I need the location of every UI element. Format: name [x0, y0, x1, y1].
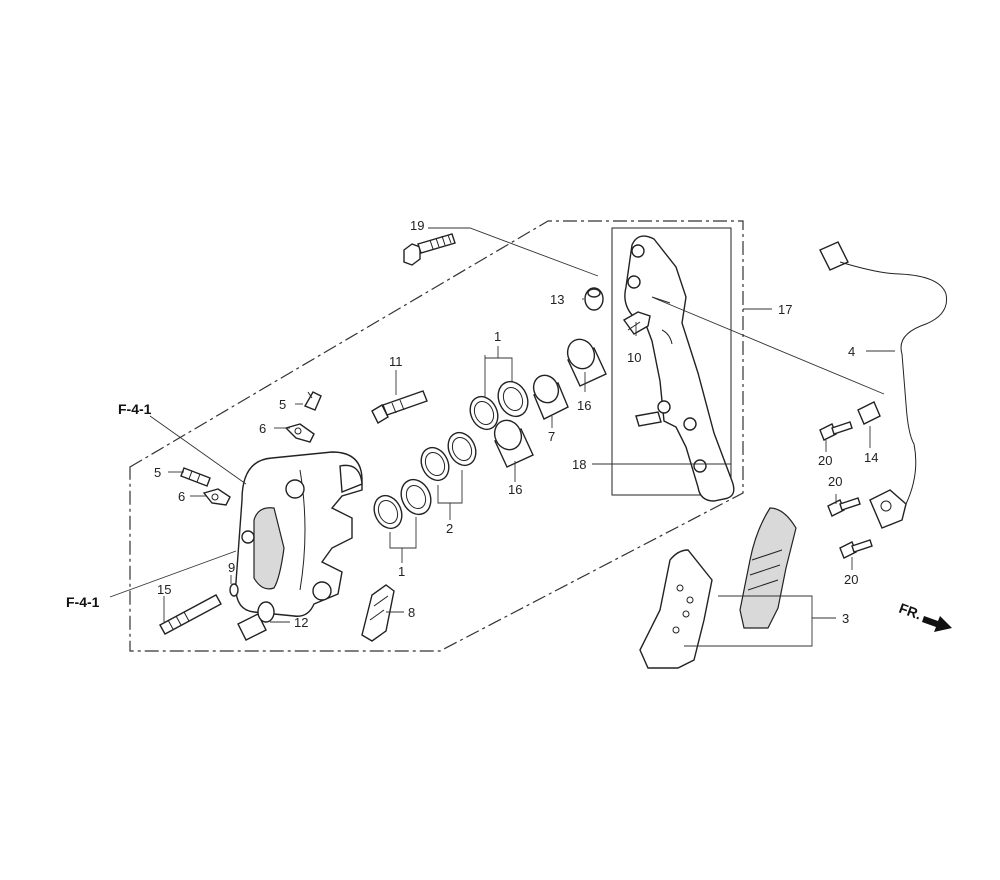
callout-15: 15 — [157, 582, 171, 597]
callout-2: 2 — [446, 521, 453, 536]
cap-6-top-part — [284, 423, 315, 443]
front-direction-label: FR. — [897, 600, 924, 623]
pin-15-part — [159, 594, 222, 635]
callout-16-top: 16 — [577, 398, 591, 413]
piston-seal-set-upper — [469, 380, 529, 431]
callout-20-b: 20 — [828, 474, 842, 489]
callout-20-c: 20 — [844, 572, 858, 587]
washer-9-part — [229, 583, 239, 597]
brake-pad-front-part — [639, 549, 713, 669]
callout-8: 8 — [408, 605, 415, 620]
callout-13: 13 — [550, 292, 564, 307]
callout-18: 18 — [572, 457, 586, 472]
callout-19: 19 — [410, 218, 424, 233]
front-direction-indicator: FR. — [897, 600, 952, 632]
piston-16-upper-part — [566, 338, 607, 387]
callout-12: 12 — [294, 615, 308, 630]
boot-13-part — [584, 287, 604, 311]
wheel-speed-sensor-part — [819, 241, 948, 529]
leader-lines — [109, 227, 895, 647]
callout-11: 11 — [389, 354, 403, 369]
callout-1-top: 1 — [494, 329, 501, 344]
callout-10: 10 — [627, 350, 641, 365]
bolt-19-part — [403, 233, 456, 266]
callout-5-bottom: 5 — [154, 465, 161, 480]
bolt-20-c-part — [839, 539, 873, 559]
reference-label-top: F-4-1 — [118, 401, 152, 417]
bolt-20-b-part — [827, 497, 861, 517]
cap-6-bottom-part — [202, 488, 231, 506]
bleeder-5-top-part — [303, 391, 322, 411]
callout-16-bottom: 16 — [508, 482, 522, 497]
dust-seal-set — [420, 431, 477, 482]
bolt-20-a-part — [819, 421, 853, 441]
piston-seal-set-lower — [373, 478, 432, 530]
piston-16-lower-part — [493, 419, 534, 468]
clip-14-part — [857, 401, 881, 425]
callout-4: 4 — [848, 344, 855, 359]
callout-20-a: 20 — [818, 453, 832, 468]
callout-14: 14 — [864, 450, 878, 465]
bracket-group-box — [611, 227, 732, 496]
clip-10-part — [622, 311, 651, 335]
caliper-bracket-part — [624, 235, 735, 502]
callout-7: 7 — [548, 429, 555, 444]
plug-12-part — [237, 601, 275, 641]
callout-5-top: 5 — [279, 397, 286, 412]
callout-9: 9 — [228, 560, 235, 575]
callout-1-bottom: 1 — [398, 564, 405, 579]
brake-pad-rear-part — [739, 507, 797, 629]
caliper-body-part — [235, 451, 363, 617]
bleeder-5-bottom-part — [180, 467, 211, 487]
pin-11-part — [371, 390, 428, 424]
callout-6-bottom: 6 — [178, 489, 185, 504]
caliper-assembly-boundary — [129, 220, 744, 652]
callout-3: 3 — [842, 611, 849, 626]
piston-7-part — [532, 374, 569, 420]
callout-17: 17 — [778, 302, 792, 317]
callout-6-top: 6 — [259, 421, 266, 436]
reference-label-bottom: F-4-1 — [66, 594, 100, 610]
front-direction-arrow-icon — [922, 616, 952, 632]
pad-spring-8-part — [361, 584, 395, 642]
